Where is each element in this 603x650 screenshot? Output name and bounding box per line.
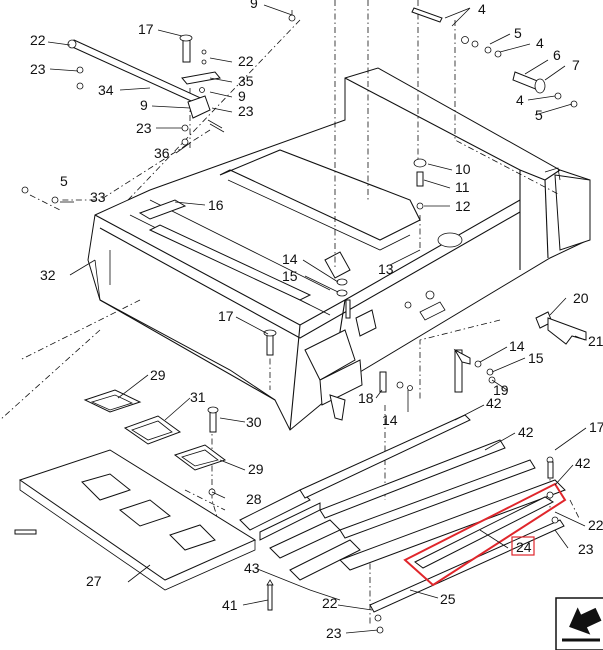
part-labels: 22 23 34 17 22 35 9 23 9 23 36 9 4 5 4 6… [30,0,603,641]
label-7: 7 [572,57,580,73]
label-4: 4 [516,92,524,108]
cover-plates [14,389,274,611]
label-24: 24 [516,539,532,555]
label-22: 22 [238,53,254,69]
shaft-parts [21,7,578,210]
label-12: 12 [455,198,471,214]
guide-lines [0,0,581,625]
label-42: 42 [486,395,502,411]
label-15: 15 [528,350,544,366]
label-5: 5 [514,25,522,41]
label-23: 23 [30,61,46,77]
label-27: 27 [86,573,102,589]
rod-assembly [67,34,225,146]
right-brackets [263,278,587,393]
next-page-arrow-icon[interactable] [555,597,603,650]
label-41: 41 [222,597,238,613]
label-29: 29 [150,367,166,383]
label-20: 20 [573,290,589,306]
label-21: 21 [588,333,603,349]
label-22: 22 [30,32,46,48]
label-30: 30 [246,414,262,430]
label-4: 4 [478,1,486,17]
label-16: 16 [208,197,224,213]
label-13: 13 [378,261,394,277]
label-22: 22 [588,517,603,533]
chassis-frame [87,67,591,431]
label-22: 22 [322,595,338,611]
label-9: 9 [140,97,148,113]
label-34: 34 [98,82,114,98]
label-36: 36 [154,145,170,161]
label-11: 11 [455,179,470,195]
label-9: 9 [250,0,258,11]
label-19: 19 [493,382,509,398]
label-31: 31 [190,389,206,405]
label-23: 23 [326,625,342,641]
label-23: 23 [238,103,254,119]
label-4: 4 [536,35,544,51]
label-42: 42 [518,424,534,440]
wear-strips [239,414,566,634]
label-17: 17 [218,308,234,324]
label-14: 14 [509,338,525,354]
label-43: 43 [244,560,260,576]
label-25: 25 [440,591,456,607]
label-17: 17 [589,419,603,435]
label-15: 15 [282,268,298,284]
label-5: 5 [535,107,543,123]
label-17: 17 [138,21,154,37]
label-32: 32 [40,267,56,283]
label-23: 23 [136,120,152,136]
label-42: 42 [575,455,591,471]
label-9: 9 [238,88,246,104]
label-10: 10 [455,161,471,177]
leader-lines [47,4,587,634]
callout-box-24 [511,536,535,556]
label-33: 33 [90,189,106,205]
label-18: 18 [358,390,374,406]
label-14: 14 [282,251,298,267]
label-23: 23 [578,541,594,557]
label-35: 35 [238,73,254,89]
label-28: 28 [246,491,262,507]
label-5: 5 [60,173,68,189]
label-14: 14 [382,412,398,428]
label-6: 6 [553,47,561,63]
label-29: 29 [248,461,264,477]
